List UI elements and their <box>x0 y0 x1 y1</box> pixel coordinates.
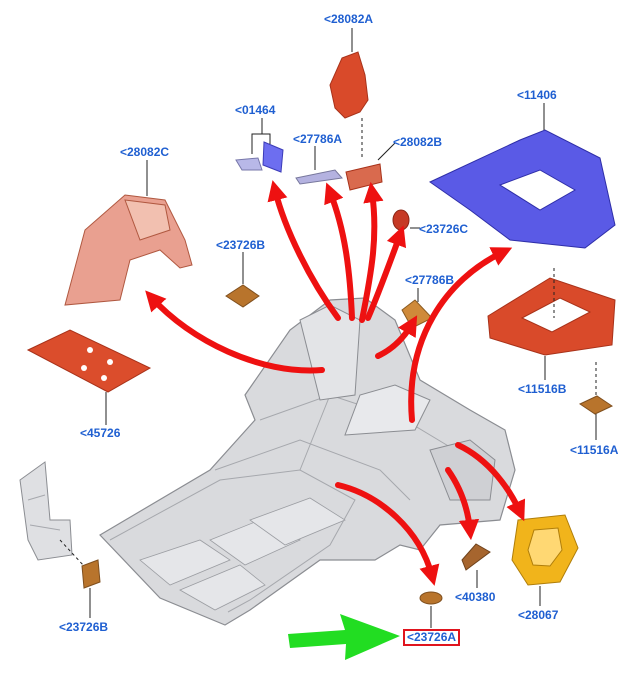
part-label-11406[interactable]: <11406 <box>517 88 557 102</box>
part-40380-shape <box>461 543 491 571</box>
leader-lines <box>59 28 597 628</box>
part-label-27786B[interactable]: <27786B <box>405 273 455 287</box>
part-label-28082A[interactable]: <28082A <box>324 12 374 26</box>
part-label-11516B[interactable]: <11516B <box>518 382 567 396</box>
part-28082C-shape <box>64 194 193 306</box>
part-label-01464[interactable]: <01464 <box>235 103 276 117</box>
part-23726B-bottom-shape <box>81 559 101 589</box>
part-27786A-shape <box>295 169 343 185</box>
part-label-23726B-top[interactable]: <23726B <box>216 238 266 252</box>
part-28067-shape <box>511 514 579 586</box>
part-label-40380[interactable]: <40380 <box>455 590 496 604</box>
green-pointer-arrow <box>288 614 400 660</box>
part-23726C-shape <box>392 209 410 231</box>
part-label-23726A[interactable]: <23726A <box>403 629 461 646</box>
part-label-27786A[interactable]: <27786A <box>293 132 343 146</box>
part-28082A-shape <box>329 51 369 119</box>
part-11516A-shape <box>578 395 614 415</box>
floor-pan-body <box>99 297 516 626</box>
part-11516B-shape <box>487 277 616 356</box>
part-23726B-top-shape <box>225 284 260 308</box>
part-label-23726B-bottom[interactable]: <23726B <box>59 620 109 634</box>
part-label-23726C[interactable]: <23726C <box>419 222 469 236</box>
part-label-28067[interactable]: <28067 <box>518 608 559 622</box>
part-28082B-shape <box>345 163 383 191</box>
b-pillar-part <box>19 461 73 561</box>
part-11406-shape <box>429 129 616 249</box>
part-01464-shape <box>235 141 284 173</box>
part-label-28082C[interactable]: <28082C <box>120 145 170 159</box>
part-label-11516A[interactable]: <11516A <box>570 443 619 457</box>
part-label-28082B[interactable]: <28082B <box>393 135 443 149</box>
part-45726-shape <box>26 329 152 393</box>
part-23726A-shape <box>419 591 443 605</box>
part-label-45726[interactable]: <45726 <box>80 426 121 440</box>
explode-arrows <box>145 180 526 586</box>
